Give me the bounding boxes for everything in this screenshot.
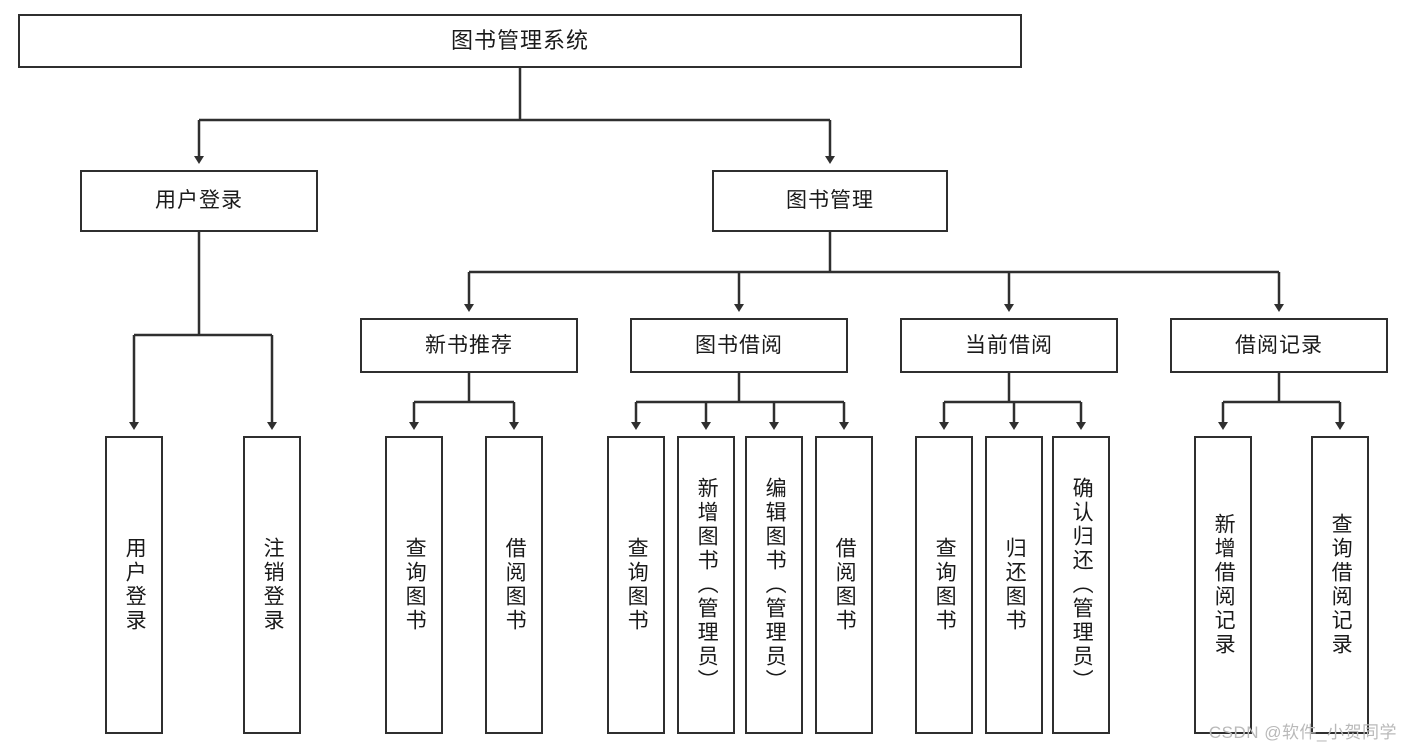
node-label: 用户登录	[123, 537, 147, 633]
node-root-book-management-system[interactable]: 图书管理系统	[18, 14, 1022, 68]
leaf-query-borrowing-record[interactable]: 查询借阅记录	[1311, 436, 1369, 734]
leaf-return-books[interactable]: 归还图书	[985, 436, 1043, 734]
leaf-add-borrowing-record[interactable]: 新增借阅记录	[1194, 436, 1252, 734]
node-label: 图书管理	[786, 189, 874, 213]
node-label: 查询图书	[625, 537, 649, 633]
node-current-borrowing[interactable]: 当前借阅	[900, 318, 1118, 373]
leaf-query-books-borrowing[interactable]: 查询图书	[607, 436, 665, 734]
leaf-edit-book-admin[interactable]: 编辑图书（管理员）	[745, 436, 803, 734]
leaf-confirm-return-admin[interactable]: 确认归还（管理员）	[1052, 436, 1110, 734]
leaf-borrow-books-borrowing[interactable]: 借阅图书	[815, 436, 873, 734]
csdn-watermark: CSDN @软件_小贺同学	[1208, 723, 1397, 742]
node-label: 借阅图书	[503, 537, 527, 633]
leaf-user-login[interactable]: 用户登录	[105, 436, 163, 734]
node-label: 查询借阅记录	[1329, 513, 1353, 657]
leaf-add-book-admin[interactable]: 新增图书（管理员）	[677, 436, 735, 734]
leaf-query-books-new-recommendation[interactable]: 查询图书	[385, 436, 443, 734]
leaf-logout[interactable]: 注销登录	[243, 436, 301, 734]
node-user-login[interactable]: 用户登录	[80, 170, 318, 232]
leaf-borrow-books-new-recommendation[interactable]: 借阅图书	[485, 436, 543, 734]
node-new-book-recommendation[interactable]: 新书推荐	[360, 318, 578, 373]
node-label: 新增借阅记录	[1212, 513, 1236, 657]
node-label: 借阅图书	[833, 537, 857, 633]
node-label: 当前借阅	[965, 333, 1053, 357]
node-label: 编辑图书（管理员）	[763, 477, 787, 693]
node-label: 新增图书（管理员）	[695, 477, 719, 693]
node-book-borrowing[interactable]: 图书借阅	[630, 318, 848, 373]
node-book-management[interactable]: 图书管理	[712, 170, 948, 232]
node-label: 用户登录	[155, 189, 243, 213]
leaf-query-books-current[interactable]: 查询图书	[915, 436, 973, 734]
node-label: 查询图书	[933, 537, 957, 633]
node-label: 归还图书	[1003, 537, 1027, 633]
node-borrowing-records[interactable]: 借阅记录	[1170, 318, 1388, 373]
node-label: 查询图书	[403, 537, 427, 633]
node-label: 借阅记录	[1235, 333, 1323, 357]
node-label: 注销登录	[261, 537, 285, 633]
node-label: 确认归还（管理员）	[1070, 477, 1094, 693]
node-label: 新书推荐	[425, 333, 513, 357]
node-label: 图书借阅	[695, 333, 783, 357]
node-label: 图书管理系统	[450, 27, 589, 53]
